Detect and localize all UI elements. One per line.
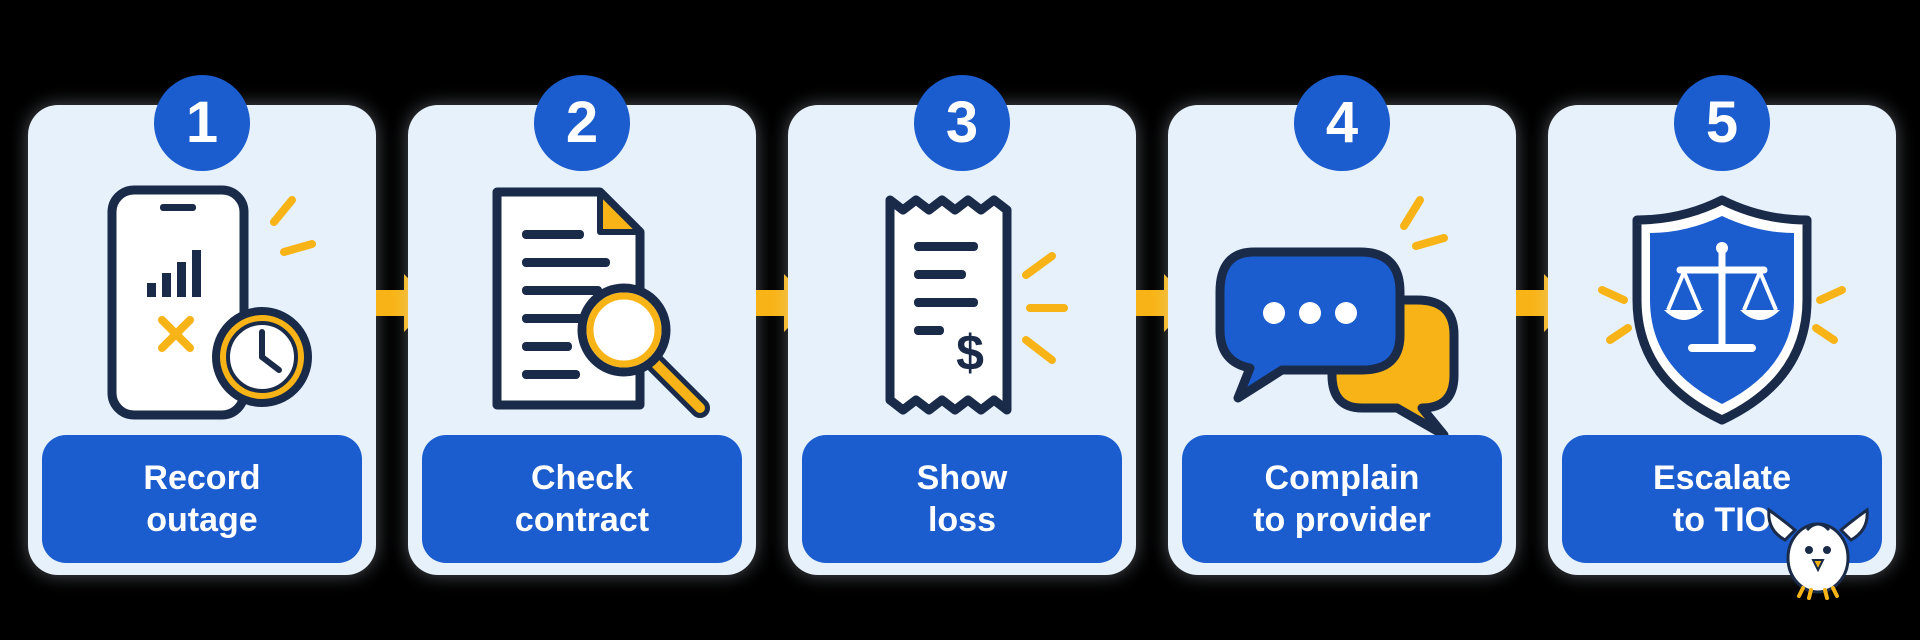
step-label-line2: to TIO [1672, 501, 1772, 539]
document-magnifier-icon [422, 180, 742, 440]
receipt-dollar-icon: $ [802, 180, 1122, 440]
svg-text:$: $ [956, 325, 984, 381]
step-number-badge: 1 [154, 75, 250, 171]
step-number-badge: 4 [1294, 75, 1390, 171]
step-label-line1: Escalate [1653, 459, 1791, 497]
step-label-line1: Record [143, 459, 261, 497]
step-card-5: 5 Escalate to T [1548, 75, 1896, 575]
step-card-3: 3 $ Show loss [788, 75, 1136, 575]
chat-bubbles-icon [1182, 180, 1502, 440]
step-card-4: 4 Complain to provider [1168, 75, 1516, 575]
step-card-2: 2 Check contract [408, 75, 756, 575]
step-label-box: Show loss [802, 435, 1122, 563]
step-number-badge: 3 [914, 75, 1010, 171]
step-card-1: 1 Record outage [28, 75, 376, 575]
step-label-line2: outage [146, 501, 258, 539]
step-label-line1: Complain [1264, 459, 1420, 497]
bird-mascot-icon [1765, 500, 1871, 600]
shield-scales-icon [1562, 180, 1882, 440]
step-number-badge: 5 [1674, 75, 1770, 171]
step-label-box: Record outage [42, 435, 362, 563]
step-label-line2: to provider [1253, 501, 1431, 539]
step-label-line1: Check [530, 459, 634, 497]
step-label-line2: contract [514, 501, 650, 539]
step-label-line1: Show [916, 459, 1008, 497]
phone-clock-icon [42, 180, 362, 440]
step-number-badge: 2 [534, 75, 630, 171]
step-label-box: Complain to provider [1182, 435, 1502, 563]
step-label-line2: loss [927, 501, 997, 539]
step-label-box: Check contract [422, 435, 742, 563]
